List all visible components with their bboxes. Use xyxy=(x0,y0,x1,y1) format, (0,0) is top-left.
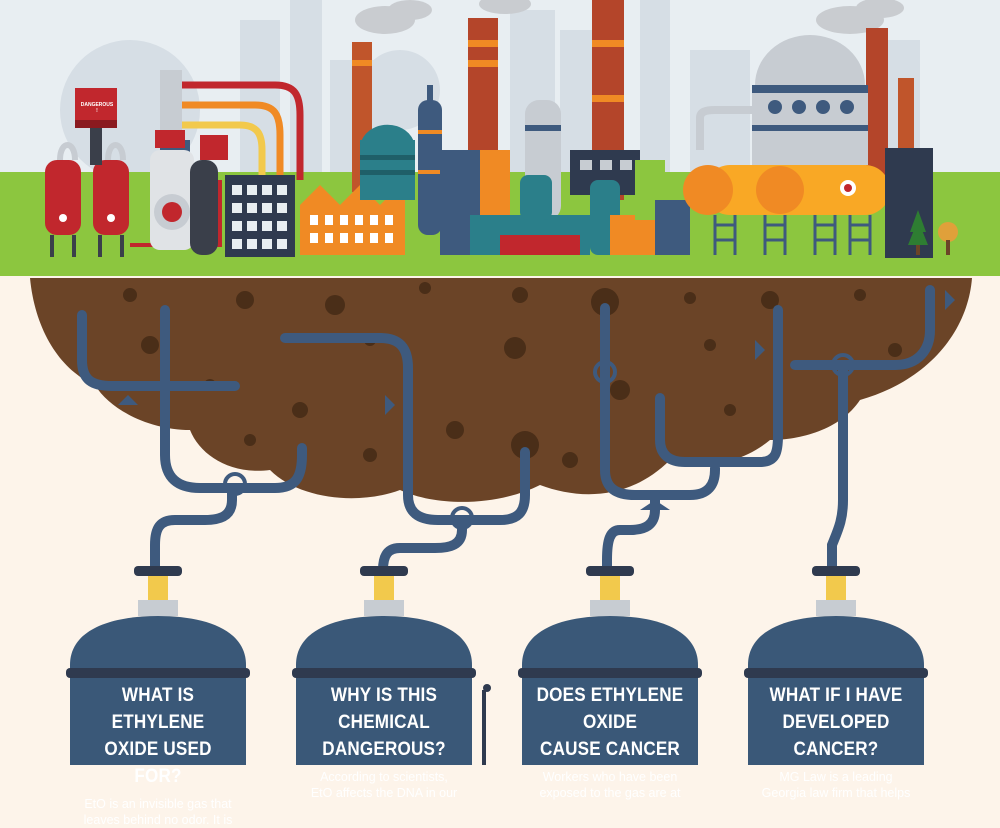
industrial-illustration xyxy=(0,0,1000,765)
card-title: WHY IS THIS CHEMICAL DANGEROUS? xyxy=(322,685,446,760)
card-body: Workers who have been exposed to the gas… xyxy=(539,770,681,800)
trees xyxy=(908,210,958,255)
orange-factory xyxy=(300,185,405,255)
card-cause-cancer: DOES ETHYLENE OXIDE CAUSE CANCER Workers… xyxy=(524,682,696,801)
dangerous-sign-tower xyxy=(75,88,117,165)
cylinder-4 xyxy=(744,566,928,765)
middle-factory-block xyxy=(440,100,640,255)
dangerous-sign-label: DANGEROUS ! xyxy=(80,102,114,114)
smoke-clouds xyxy=(355,0,904,34)
card-title: WHAT IF I HAVE DEVELOPED CANCER? xyxy=(769,685,903,760)
card-body: EtO is an invisible gas that leaves behi… xyxy=(83,797,233,827)
office-building xyxy=(225,175,295,257)
pipe-valves xyxy=(118,290,955,530)
card-body: MG Law is a leading Georgia law firm tha… xyxy=(761,770,911,800)
card-why-dangerous: WHY IS THIS CHEMICAL DANGEROUS? Accordin… xyxy=(298,682,470,801)
gas-cylinders xyxy=(66,566,928,765)
teal-dome-tank xyxy=(360,124,415,200)
card-body: According to scientists, EtO affects the… xyxy=(310,770,458,800)
cylinder-3 xyxy=(518,566,702,765)
soil-island xyxy=(30,278,972,502)
card-what-is-eto: WHAT IS ETHYLENE OXIDE USED FOR? EtO is … xyxy=(72,682,244,828)
distillation-tower xyxy=(418,85,442,235)
underground-pipes xyxy=(77,285,935,575)
domed-building xyxy=(696,35,868,165)
card-title: DOES ETHYLENE OXIDE CAUSE CANCER xyxy=(536,685,684,760)
horizontal-orange-tank xyxy=(683,165,890,255)
red-tanks xyxy=(45,142,129,257)
small-buildings xyxy=(590,160,690,255)
cylinder-2 xyxy=(292,566,491,765)
card-title: WHAT IS ETHYLENE OXIDE USED FOR? xyxy=(104,685,212,787)
card-developed-cancer: WHAT IF I HAVE DEVELOPED CANCER? MG Law … xyxy=(750,682,922,801)
cylinder-1 xyxy=(66,566,250,765)
machine-left xyxy=(150,70,228,255)
